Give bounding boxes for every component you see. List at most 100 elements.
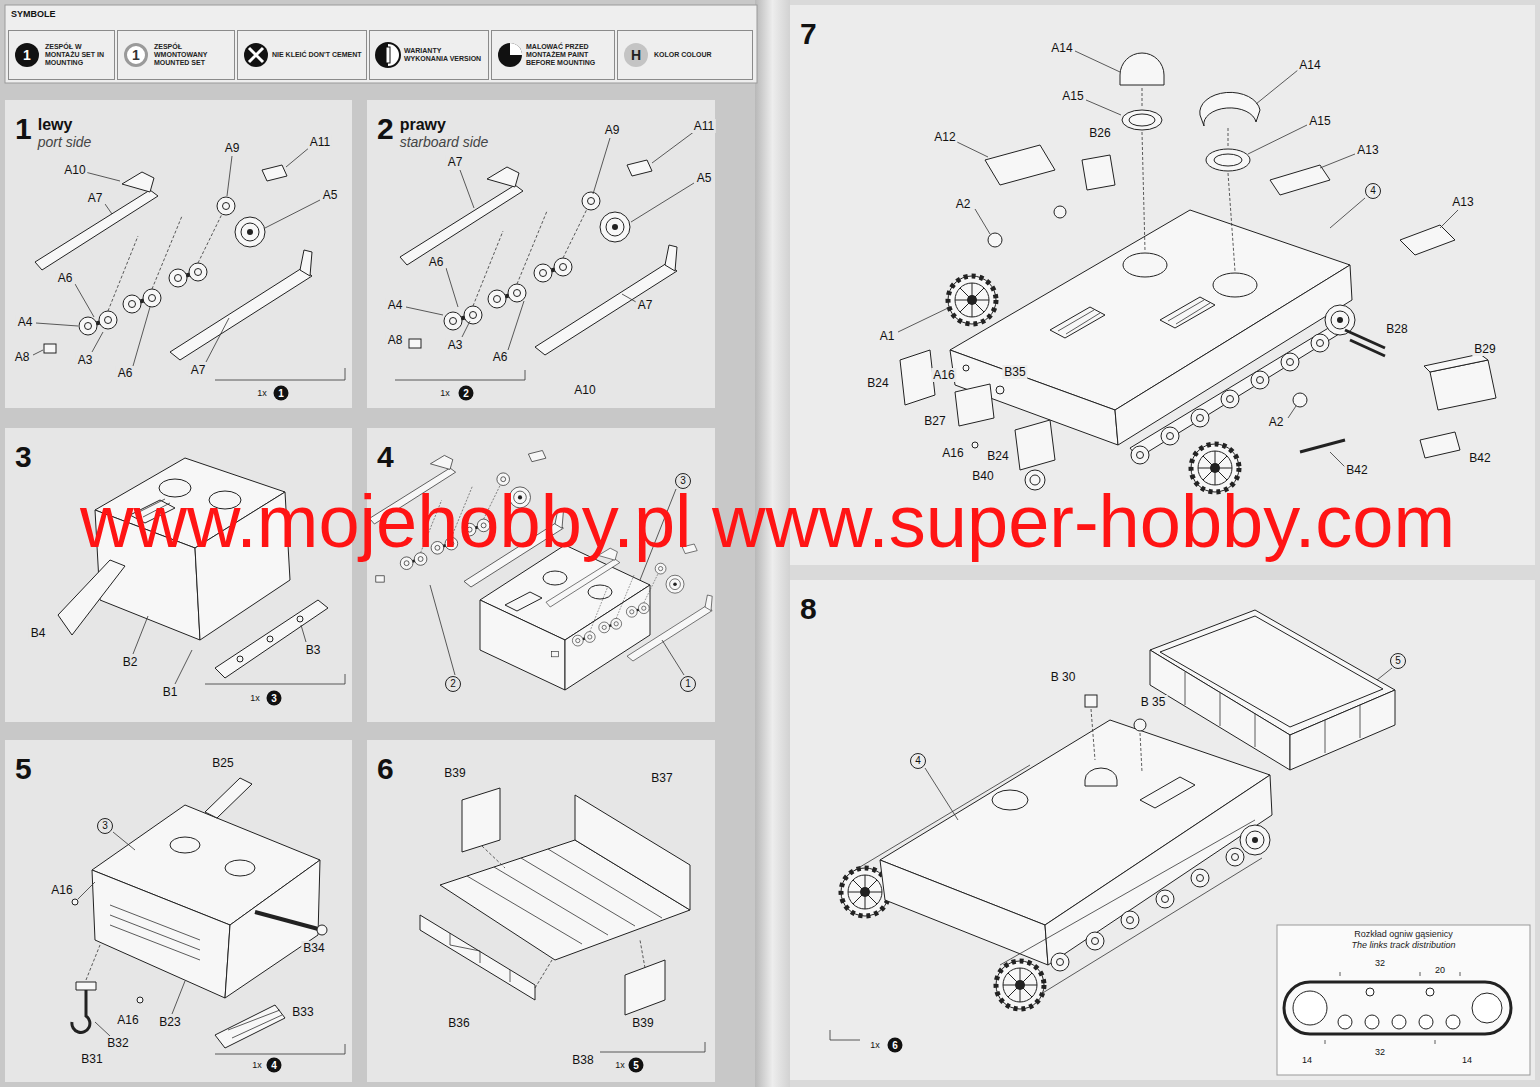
part-number: A4 (386, 298, 405, 312)
symbol-icon (510, 43, 522, 55)
step-1-drawing (33, 147, 320, 366)
step-7-drawing (1251, 371, 1269, 389)
symbol-cell: 1ZESPÓŁ WMONTOWANY MOUNTED SET (117, 30, 235, 80)
part-number: A2 (1267, 415, 1286, 429)
step-number: 4 (377, 442, 394, 472)
page-ground (367, 100, 715, 408)
step-8-drawing (1185, 672, 1360, 753)
step-8-drawing (880, 860, 1048, 965)
step-7-drawing (1300, 440, 1345, 452)
step-7-drawing (1160, 297, 1215, 328)
step-8-drawing (1121, 911, 1139, 929)
step-7-drawing (1345, 330, 1385, 356)
symbol-cell: NIE KLEIĆ DON'T CEMENT (237, 30, 367, 80)
assembly-number: 5 (629, 1058, 644, 1073)
part-number: A6 (116, 366, 135, 380)
track-diagram (1426, 988, 1434, 996)
step-7-drawing (1221, 390, 1239, 408)
step-7-drawing (1213, 273, 1257, 297)
step-7-drawing (1058, 300, 1210, 334)
step-5-drawing (86, 945, 100, 980)
step-6-drawing (450, 933, 510, 982)
part-number: A15 (1307, 114, 1332, 128)
step-8-drawing (1156, 890, 1174, 908)
step-1-drawing (215, 368, 345, 380)
part-number: B 35 (1139, 695, 1168, 709)
step-8-drawing (1086, 932, 1104, 950)
step-7-drawing (1191, 409, 1209, 427)
part-number: A2 (954, 197, 973, 211)
step-8-drawing (1191, 869, 1209, 887)
step-6-drawing (420, 915, 535, 1000)
part-number: B24 (865, 376, 890, 390)
part-number: A6 (491, 350, 510, 364)
step-4-drawing (480, 600, 565, 690)
callout-number: 4 (1365, 183, 1381, 199)
track-inset: Rozkład ogniw gąsienicyThe links track d… (1277, 925, 1530, 1075)
step-title: prawy (400, 116, 489, 134)
step-panel: 1lewyport side (5, 100, 352, 408)
step-7-drawing (996, 386, 1004, 394)
step-7-drawing (955, 384, 994, 426)
step-8-drawing (830, 668, 1392, 1040)
step-4-drawing (546, 544, 712, 661)
step-8-drawing (1226, 848, 1244, 866)
step-2-drawing (395, 370, 525, 380)
step-7-drawing (1420, 432, 1460, 458)
step-number: 7 (800, 19, 817, 49)
part-number: B27 (922, 414, 947, 428)
step-subtitle: port side (38, 134, 92, 150)
step-8-drawing (1045, 775, 1272, 965)
inset-title: The links track distribution (1351, 940, 1455, 951)
step-7-drawing (948, 276, 996, 324)
symbol-icon (386, 47, 390, 63)
step-number: 5 (15, 754, 32, 784)
part-number: B42 (1467, 451, 1492, 465)
assembly-number: 2 (459, 386, 474, 401)
step-8-drawing (1085, 768, 1117, 786)
step-7-drawing (1054, 206, 1066, 218)
step-7-drawing (1123, 253, 1167, 277)
part-number: B38 (570, 1053, 595, 1067)
step-5-drawing (92, 870, 230, 998)
part-number: B37 (649, 771, 674, 785)
part-number: B42 (1344, 463, 1369, 477)
part-number: B33 (290, 1005, 315, 1019)
part-number: B23 (157, 1015, 182, 1029)
step-7-drawing (1115, 265, 1352, 445)
step-8-drawing (1085, 695, 1097, 707)
title-group: prawystarboard side (400, 114, 489, 150)
page-ground (5, 5, 757, 83)
page-ground (367, 428, 715, 722)
step-8-drawing (1140, 777, 1195, 808)
step-7-drawing (1400, 225, 1455, 255)
symbol-icon (244, 43, 268, 67)
step-6-drawing (625, 960, 665, 1015)
part-number: A16 (940, 446, 965, 460)
part-number: A13 (1355, 143, 1380, 157)
step-7-drawing (1130, 318, 1352, 458)
symbol-text: NIE KLEIĆ DON'T CEMENT (272, 51, 362, 59)
step-7-drawing (988, 233, 1002, 247)
step-7-drawing (1281, 353, 1299, 371)
step-5-drawing (170, 837, 200, 853)
part-number: A9 (223, 141, 242, 155)
step-5-drawing (72, 899, 78, 905)
part-number: A11 (692, 119, 716, 133)
step-number: 1 (15, 114, 32, 144)
page-ground (1277, 925, 1530, 1075)
part-number: A12 (932, 130, 957, 144)
step-number: 3 (15, 442, 32, 472)
quantity-mark: 1x (868, 1040, 882, 1051)
part-number: B24 (985, 449, 1010, 463)
part-number: A4 (16, 315, 35, 329)
track-diagram (1392, 1015, 1406, 1029)
step-7-drawing (1082, 155, 1115, 190)
step-panel: 8Rozkład ogniw gąsienicyThe links track … (790, 580, 1535, 1080)
dimension: 14 (1301, 1055, 1313, 1066)
watermark: www.mojehobby.pl www.super-hobby.com (80, 485, 1455, 559)
part-number: B29 (1472, 342, 1497, 356)
step-panel: 4 (367, 428, 715, 722)
step-5-drawing (225, 860, 255, 876)
step-3-drawing (58, 560, 125, 635)
